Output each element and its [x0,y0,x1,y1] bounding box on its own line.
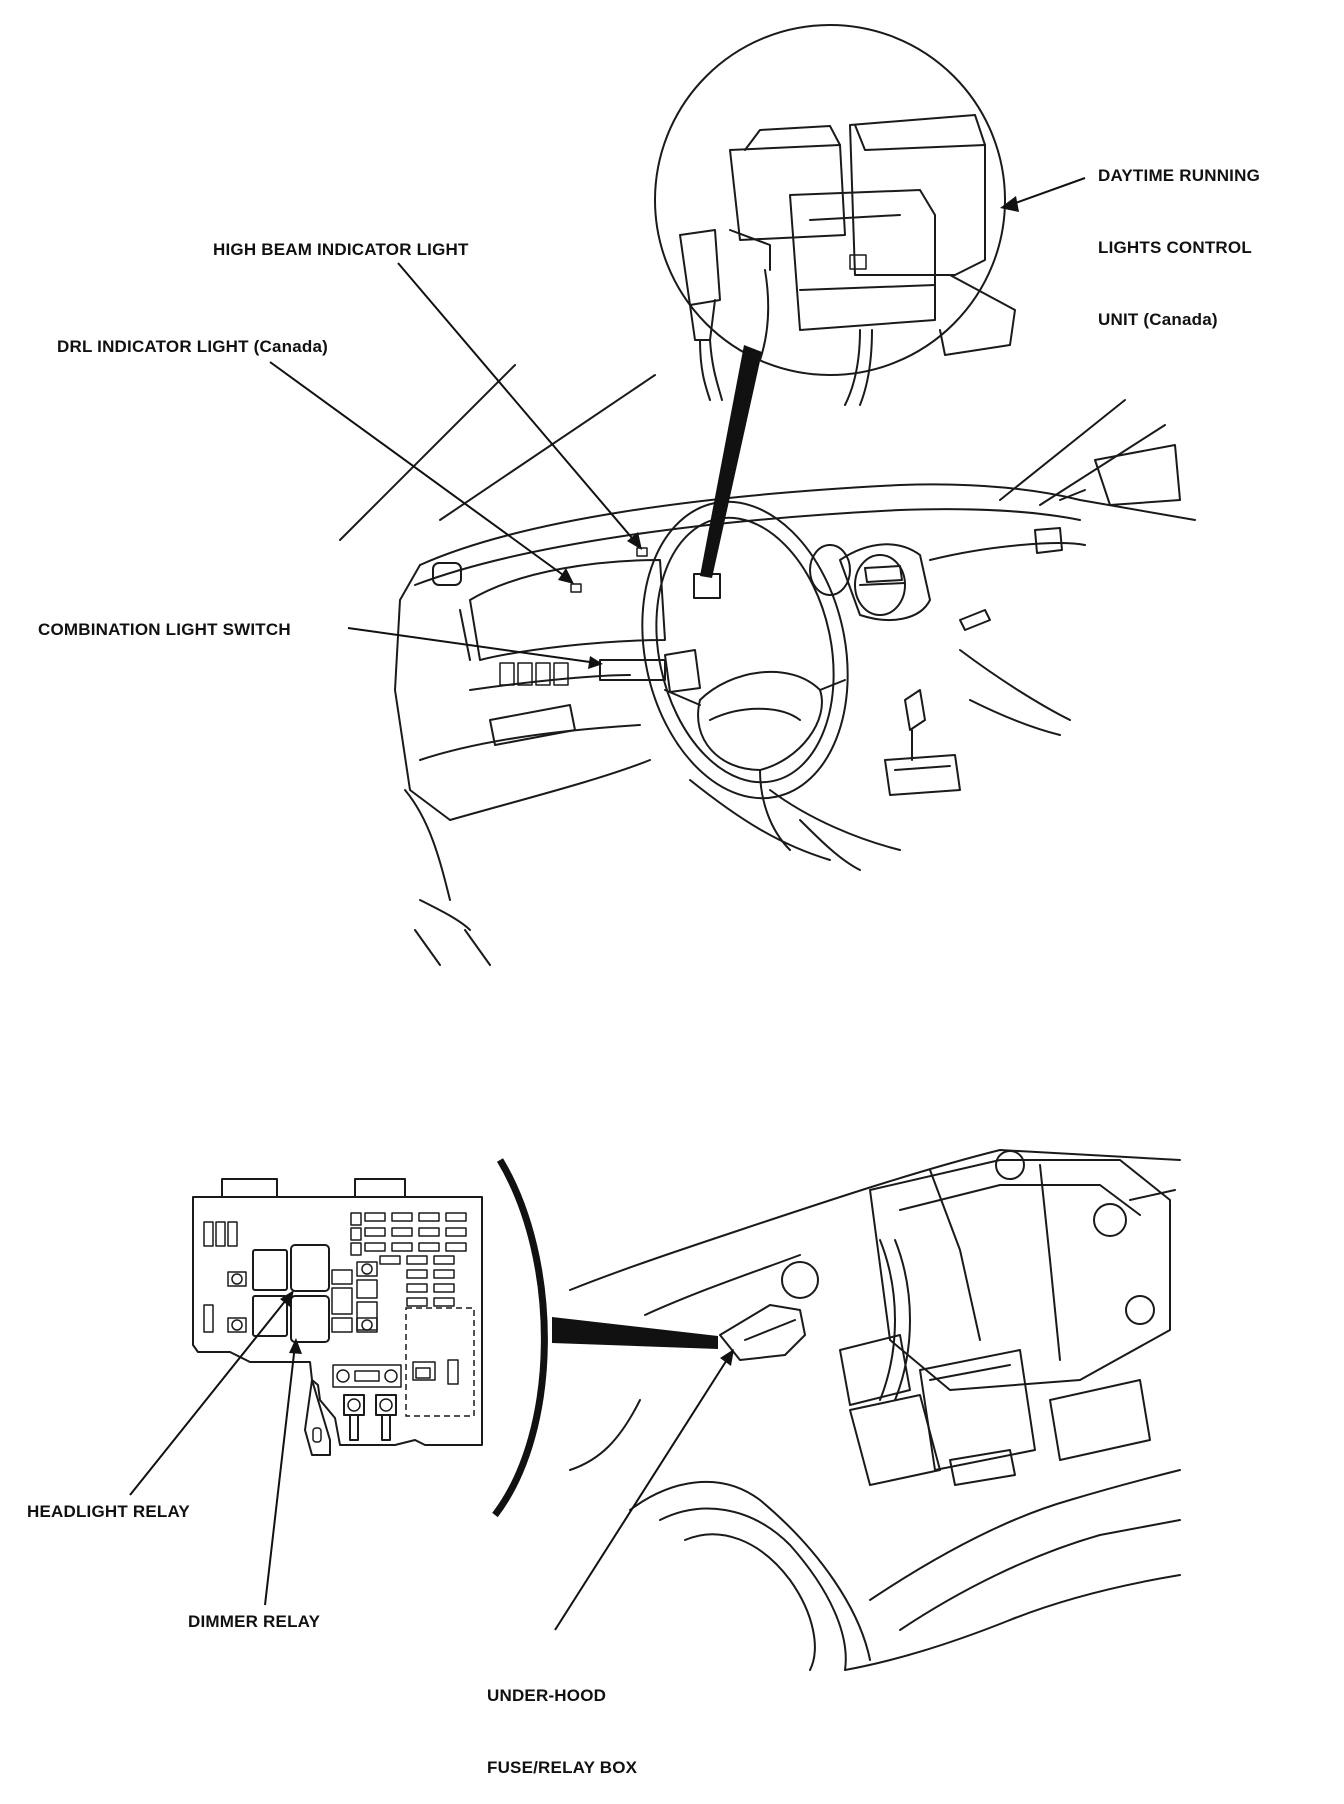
drl-unit-zoom [654,24,1016,578]
line-art [129,24,1196,1671]
fuse-relay-box-detail [192,1178,483,1456]
fuse-relay-box-label-line-1: UNDER-HOOD [487,1686,607,1705]
fuse-relay-box-label: UNDER-HOOD FUSE/RELAY BOX [487,1636,637,1804]
high-beam-indicator-label: HIGH BEAM INDICATOR LIGHT [213,240,469,259]
leader-lines [129,177,1086,1631]
headlight-relay-label: HEADLIGHT RELAY [27,1502,190,1521]
fuse-relay-box-label-line-2: FUSE/RELAY BOX [487,1758,638,1777]
dimmer-relay-label: DIMMER RELAY [188,1612,321,1631]
drl-control-unit-label: DAYTIME RUNNING LIGHTS CONTROL UNIT (Can… [1098,116,1260,356]
drl-control-unit-label-line-2: LIGHTS CONTROL [1098,238,1252,257]
drl-control-unit-label-line-3: UNIT (Canada) [1098,310,1218,329]
drl-indicator-label: DRL INDICATOR LIGHT (Canada) [57,337,328,356]
drl-control-unit-label-line-1: DAYTIME RUNNING [1098,166,1260,185]
engine-bay-illustration [492,1149,1181,1671]
diagram-canvas: DAYTIME RUNNING LIGHTS CONTROL UNIT (Can… [27,24,1260,1777]
combination-light-switch-label: COMBINATION LIGHT SWITCH [38,620,291,639]
dashboard-illustration [339,364,1196,966]
